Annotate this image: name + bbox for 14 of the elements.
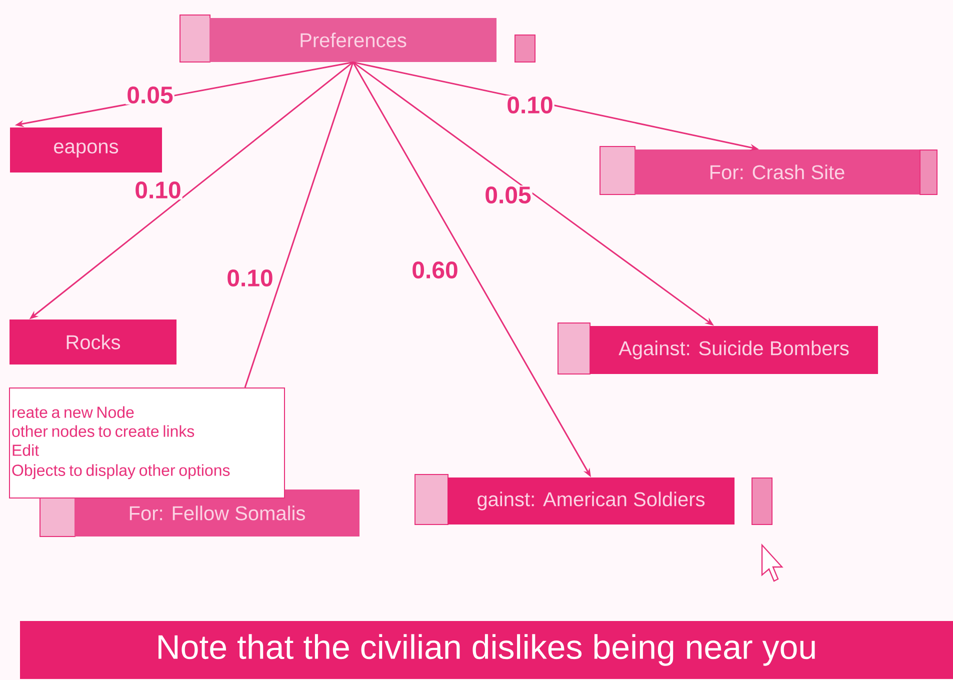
node-box: gainst: American Soldiers <box>448 478 734 524</box>
node-box: Preferences <box>210 18 496 62</box>
node-box: Rocks <box>10 320 176 364</box>
node-box: For: Crash Site <box>634 150 920 194</box>
edge-label: 0.60 <box>410 260 460 280</box>
caption-banner: Note that the civilian dislikes being near you <box>20 621 953 679</box>
edge-label: 0.05 <box>484 186 532 204</box>
node-box: eapons <box>10 128 162 172</box>
help-tooltip: reate a new Node other nodes to create links Edit Objects to display other options <box>9 388 285 498</box>
node-box: Against: Suicide Bombers <box>590 326 878 374</box>
edge-label: 0.05 <box>126 86 174 104</box>
edge-label: 0.10 <box>506 96 554 114</box>
edge-label: 0.10 <box>134 180 182 200</box>
edge-label: 0.10 <box>226 268 274 288</box>
